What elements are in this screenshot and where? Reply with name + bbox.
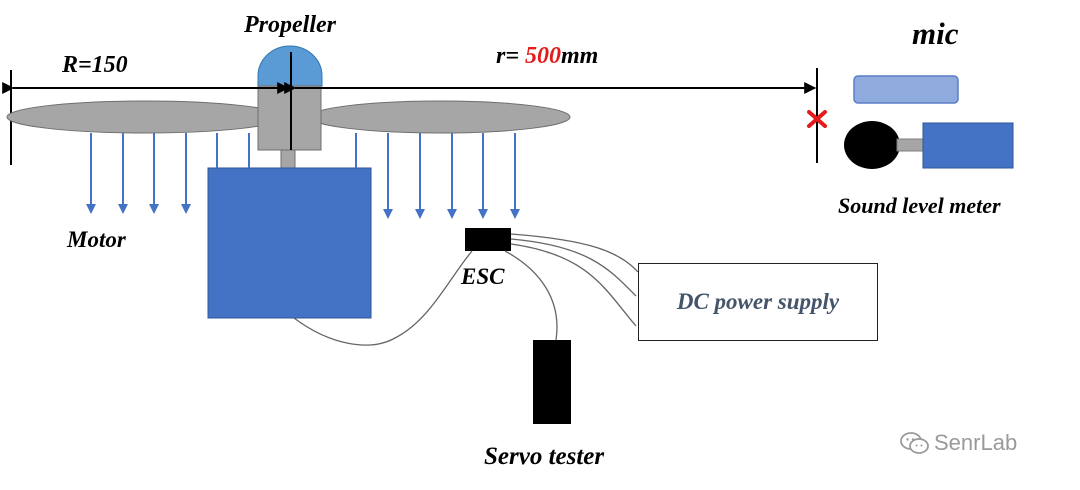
left-propeller-blade [6, 100, 284, 134]
wire-esc-to-dc-2 [510, 238, 637, 297]
motor-body [207, 167, 372, 319]
wires [293, 233, 639, 346]
distance-prefix: r= [496, 43, 526, 69]
red-x-marker-icon [807, 110, 827, 128]
wire-esc-to-dc-1 [510, 233, 639, 273]
dc-power-supply-box: DC power supply [638, 263, 878, 341]
distance-value: 500 [525, 43, 562, 69]
microphone-head [844, 121, 900, 169]
motor-shaft [280, 149, 296, 169]
mic-label: mic [912, 16, 959, 51]
wire-esc-to-servo [504, 250, 558, 341]
radius-label: R=150 [62, 52, 128, 78]
watermark-text: SenrLab [934, 430, 1018, 455]
wire-esc-to-dc-3 [510, 243, 637, 327]
servo-tester-label: Servo tester [484, 443, 605, 470]
distance-label: r= 500mm [496, 43, 598, 70]
right-airflow-arrows [355, 133, 520, 219]
right-propeller-blade [309, 100, 571, 134]
motor-label: Motor [67, 227, 126, 252]
dc-power-supply-label: DC power supply [676, 289, 840, 314]
wechat-icon [900, 432, 929, 454]
propeller-hub-body [257, 85, 322, 151]
distance-unit: mm [561, 43, 599, 69]
sound-level-meter-label: Sound level meter [838, 193, 1001, 218]
propeller-label: Propeller [244, 12, 336, 38]
meter-neck [896, 138, 925, 152]
watermark: SenrLab [900, 430, 1017, 456]
esc-module [465, 228, 511, 251]
wire-motor-to-esc [293, 250, 473, 346]
servo-tester-device [533, 340, 571, 424]
meter-body [922, 122, 1014, 169]
esc-label: ESC [461, 264, 505, 289]
mic-pad [853, 75, 959, 104]
left-airflow-arrows [86, 133, 250, 214]
